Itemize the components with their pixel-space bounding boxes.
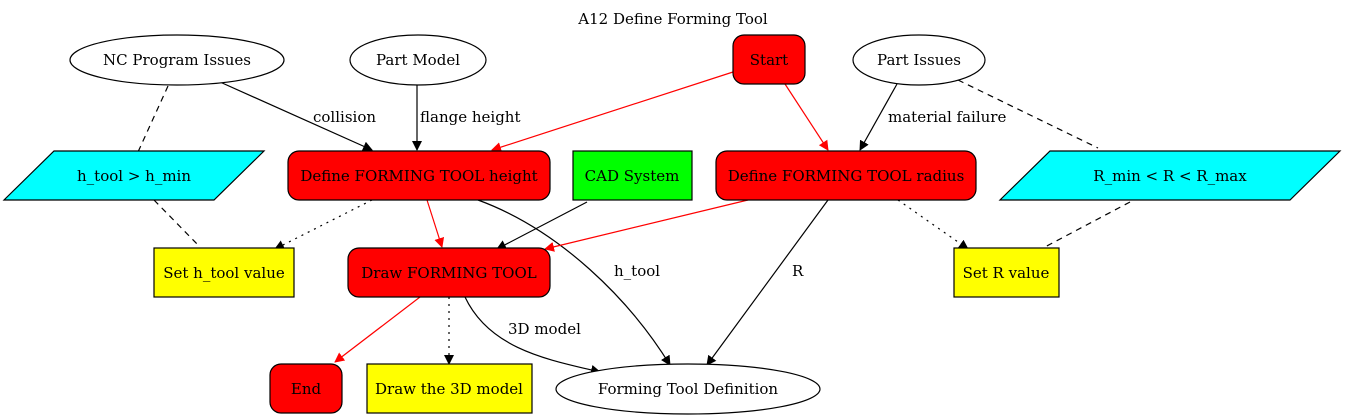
edge-draw-tool-to-end [334,296,421,363]
edge-define-radius-to-draw-tool [544,199,749,252]
node-label: Forming Tool Definition [598,380,779,398]
node-draw-3d-model: Draw the 3D model [366,363,533,414]
node-define-forming-tool-radius: Define FORMING TOOL radius [715,150,977,201]
node-part-issues: Part Issues [852,34,986,86]
edge-part-issues-to-r-constraint [957,79,1099,149]
node-label: Part Model [376,51,460,69]
edge-start-to-define-radius [784,83,829,151]
edge-start-to-define-height [491,71,734,152]
node-label: Part Issues [877,51,961,69]
edge-r-constraint-to-set-r [1042,201,1131,249]
node-label: CAD System [585,167,680,185]
edge-label-collision: collision [313,108,376,126]
edge-define-height-to-set-h [274,199,373,250]
node-cad-system: CAD System [572,150,693,201]
node-label: Set R value [963,264,1050,282]
edge-labels: collision flange height material failure… [313,108,1006,338]
node-end: End [269,363,343,414]
edge-cad-system-to-draw-tool [496,201,588,250]
node-label: h_tool > h_min [77,167,191,185]
edge-label-h-tool: h_tool [614,262,660,280]
node-start: Start [732,34,806,85]
node-r-constraint: R_min < R < R_max [998,150,1342,201]
node-label: Start [750,51,788,69]
edge-label-r: R [792,262,804,280]
node-label: End [291,380,322,398]
edges [137,71,1131,375]
edge-h-constraint-to-set-h [153,199,201,248]
node-label: Draw the 3D model [375,380,523,398]
edge-draw-tool-to-definition [464,296,601,375]
node-set-r-value: Set R value [953,247,1060,298]
edge-label-3d-model: 3D model [508,320,581,338]
edge-nc-issues-to-h-constraint [137,85,169,153]
node-label: Draw FORMING TOOL [361,264,537,282]
edge-define-height-to-draw-tool [426,199,445,248]
node-part-model: Part Model [349,34,487,86]
node-label: R_min < R < R_max [1093,167,1247,185]
node-set-h-tool-value: Set h_tool value [153,247,295,298]
edge-label-flange-height: flange height [420,108,520,126]
node-h-tool-constraint: h_tool > h_min [2,150,266,201]
node-label: Define FORMING TOOL height [300,167,537,185]
edge-nc-issues-to-define-height [219,81,373,151]
node-label: NC Program Issues [103,51,251,69]
edge-part-issues-to-define-radius [859,83,898,151]
node-label: Set h_tool value [163,264,285,282]
node-define-forming-tool-height: Define FORMING TOOL height [287,150,551,201]
edge-define-radius-to-set-r [897,199,969,250]
node-label: Define FORMING TOOL radius [728,167,965,185]
edge-label-material-failure: material failure [888,108,1006,126]
node-forming-tool-definition: Forming Tool Definition [555,363,821,415]
diagram-title: A12 Define Forming Tool [577,10,768,28]
edge-define-radius-to-definition [706,199,829,366]
node-nc-program-issues: NC Program Issues [69,34,285,86]
node-draw-forming-tool: Draw FORMING TOOL [347,247,551,298]
edge-define-height-to-definition [477,199,671,366]
